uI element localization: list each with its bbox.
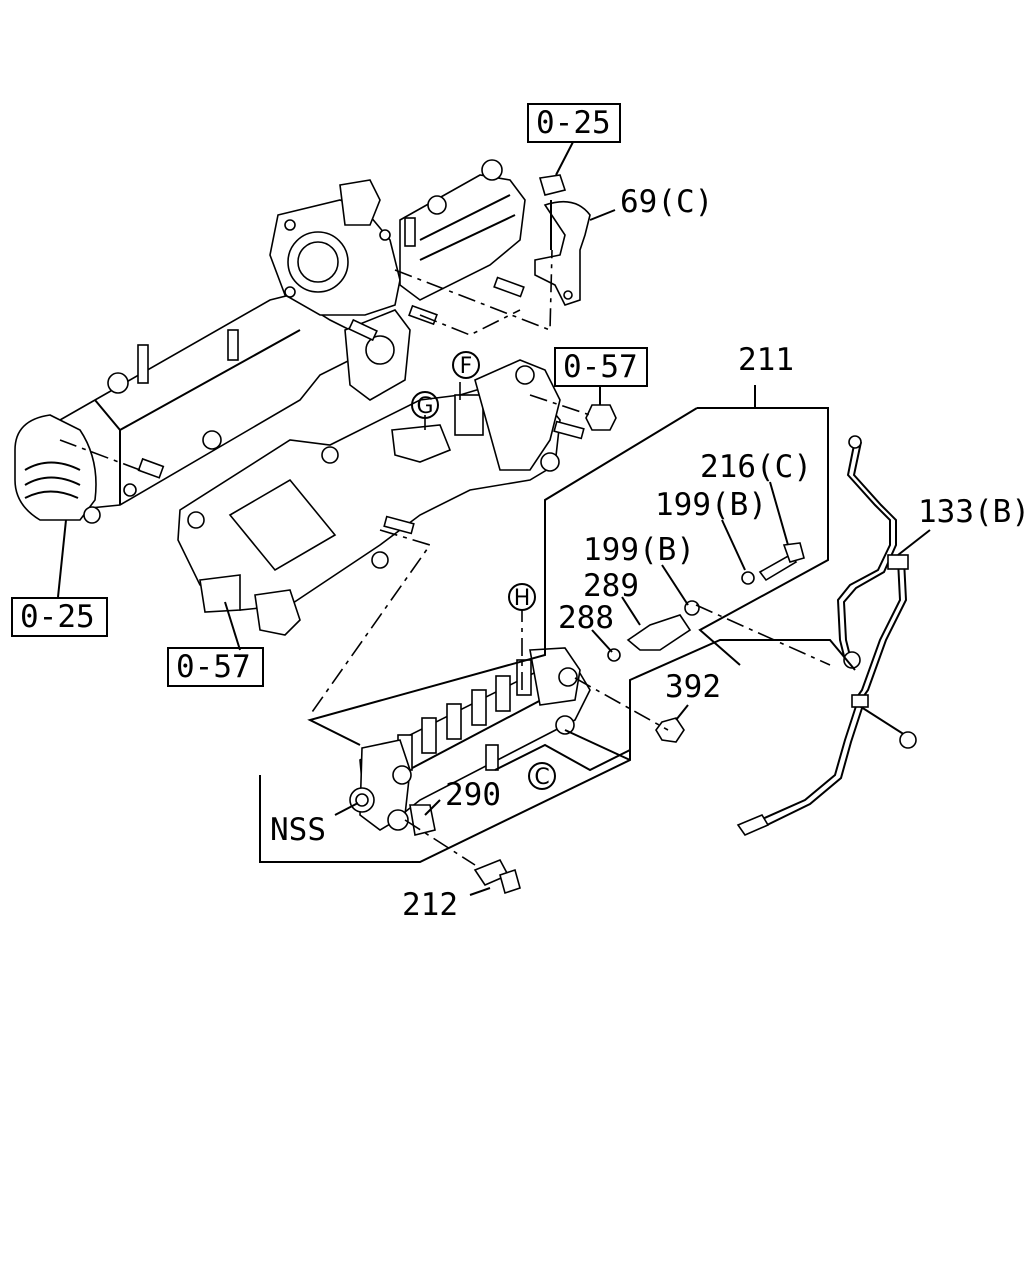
bracket-69c — [534, 174, 591, 306]
part-label-288: 288 — [558, 600, 614, 636]
ref-box-0-25-top — [527, 103, 621, 143]
circle-letter-f: F — [460, 354, 473, 379]
part-label-nss: NSS — [270, 812, 326, 848]
circle-marker-g — [411, 391, 439, 419]
assembly-dash-lines — [59, 249, 831, 866]
ref-label-0-57-right: 0-57 — [563, 349, 638, 385]
ref-label-0-57-bottom: 0-57 — [176, 649, 251, 685]
circle-marker-c — [528, 762, 556, 790]
intake-manifold-assembly — [177, 359, 585, 636]
ref-box-0-57-bottom — [167, 647, 264, 687]
ref-box-0-57-right — [554, 347, 648, 387]
part-label-289: 289 — [583, 568, 639, 604]
part-label-69c: 69(C) — [620, 184, 713, 220]
part-label-392: 392 — [665, 669, 721, 705]
circle-marker-f — [452, 351, 480, 379]
flange-nut-0-57 — [585, 404, 617, 431]
fuel-pipe-133b — [736, 435, 917, 836]
part-label-211: 211 — [738, 342, 794, 378]
circle-letter-g: G — [416, 394, 433, 419]
part-label-290: 290 — [445, 777, 501, 813]
part-label-199b-upper: 199(B) — [655, 487, 767, 523]
circle-marker-h — [508, 583, 536, 611]
part-label-133b: 133(B) — [918, 494, 1024, 530]
common-rail — [349, 647, 591, 836]
ref-label-0-25-left: 0-25 — [20, 599, 95, 635]
ref-label-0-25-top: 0-25 — [536, 105, 611, 141]
circle-letter-h: H — [514, 586, 531, 611]
circle-letter-c: C — [534, 765, 549, 790]
part-label-216c: 216(C) — [700, 449, 812, 485]
ref-box-0-25-left — [11, 597, 108, 637]
part-label-212: 212 — [402, 887, 458, 923]
pressure-limiter-parts — [473, 542, 805, 895]
leader-lines — [57, 141, 931, 896]
part-label-199b-lower: 199(B) — [583, 532, 695, 568]
